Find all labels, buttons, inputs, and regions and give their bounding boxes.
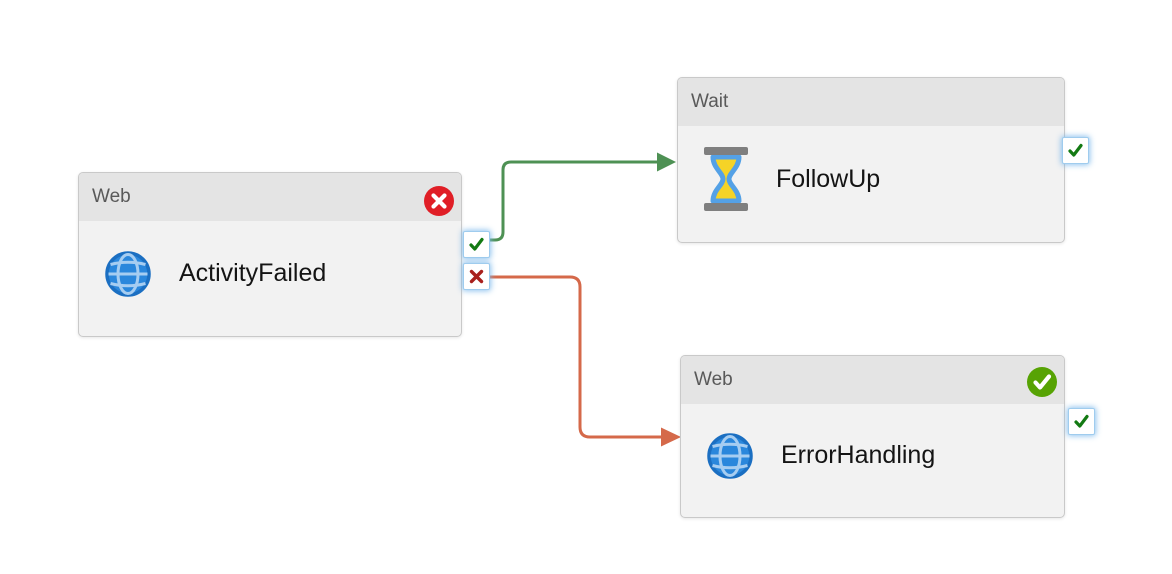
node-title: ActivityFailed xyxy=(179,259,327,287)
success-connector[interactable] xyxy=(487,152,676,242)
node-title: FollowUp xyxy=(776,164,881,193)
wait-activity-hourglass-icon xyxy=(704,147,748,211)
error-handling-success-port[interactable] xyxy=(1068,408,1095,435)
node-header: Web xyxy=(681,356,1064,404)
status-succeeded-badge-icon xyxy=(1027,367,1057,397)
failure-connector[interactable] xyxy=(487,275,681,447)
cross-icon xyxy=(469,269,484,284)
node-header: Wait xyxy=(678,78,1064,126)
web-activity-globe-icon xyxy=(707,432,753,479)
node-header: Web xyxy=(79,173,461,221)
node-type-label: Wait xyxy=(691,91,729,112)
failure-connector-arrowhead xyxy=(661,427,681,447)
node-body: FollowUp xyxy=(678,126,1064,242)
web-activity-globe-icon xyxy=(105,250,151,297)
follow-up-success-port[interactable] xyxy=(1062,137,1089,164)
activity-node-activity-failed[interactable]: Web ActivityFailed xyxy=(78,172,462,337)
check-icon xyxy=(1074,414,1089,428)
success-connector-arrowhead xyxy=(657,152,676,172)
status-failed-badge-icon xyxy=(424,186,454,216)
success-connector-line[interactable] xyxy=(487,160,660,242)
node-type-label: Web xyxy=(694,369,733,390)
activity-node-follow-up[interactable]: Wait FollowUp xyxy=(677,77,1065,243)
node-type-label: Web xyxy=(92,186,131,207)
activity-failed-failure-port[interactable] xyxy=(463,263,490,290)
node-body: ErrorHandling xyxy=(681,404,1064,517)
check-icon xyxy=(1068,143,1083,157)
activity-failed-success-port[interactable] xyxy=(463,231,490,258)
check-icon xyxy=(469,237,484,251)
node-title: ErrorHandling xyxy=(781,441,936,469)
failure-connector-line[interactable] xyxy=(487,275,663,439)
activity-node-error-handling[interactable]: Web ErrorHandling xyxy=(680,355,1065,518)
node-body: ActivityFailed xyxy=(79,221,461,336)
